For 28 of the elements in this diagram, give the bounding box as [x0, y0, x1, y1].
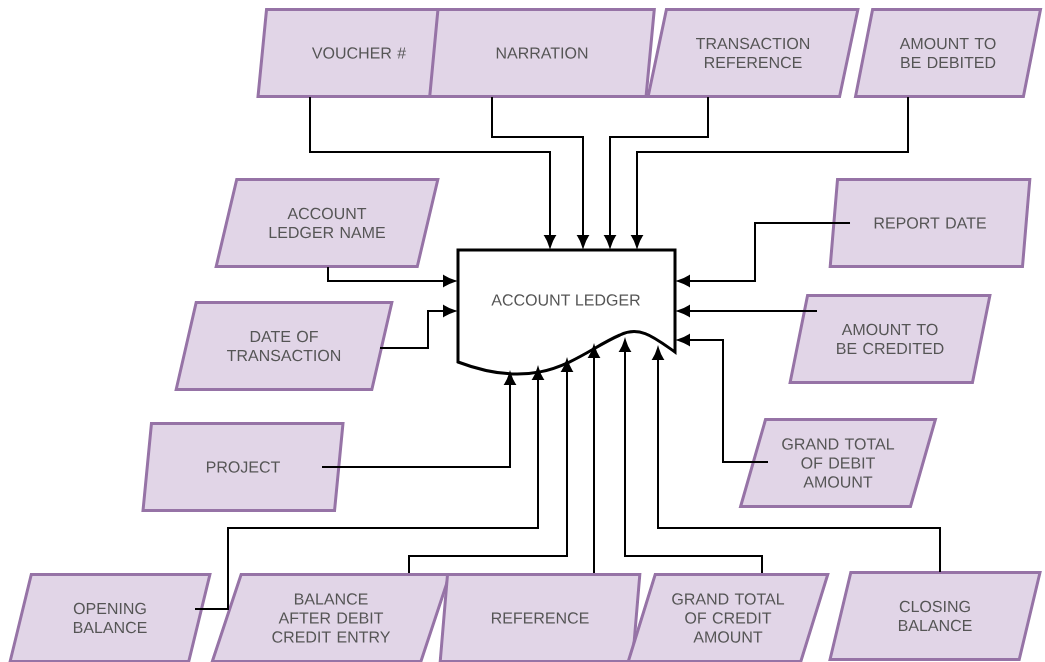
data-parallelogram: TRANSACTION REFERENCE [646, 8, 860, 98]
arrow [408, 359, 573, 574]
data-parallelogram: REPORT DATE [828, 178, 1032, 268]
arrow [309, 96, 556, 248]
data-parallelogram: ACCOUNT LEDGER NAME [214, 178, 440, 268]
arrow [379, 305, 456, 349]
arrow [194, 367, 544, 610]
arrow [327, 266, 456, 287]
data-parallelogram: PROJECT [141, 422, 345, 512]
data-parallelogram: NARRATION [428, 8, 656, 98]
arrow [321, 372, 516, 468]
arrow [677, 222, 851, 287]
arrow [491, 96, 589, 248]
arrow [677, 305, 818, 317]
arrow [588, 345, 600, 574]
data-parallelogram: DATE OF TRANSACTION [174, 301, 394, 391]
data-parallelogram: BALANCE AFTER DEBIT CREDIT ENTRY [210, 573, 452, 662]
arrow [652, 347, 941, 573]
arrow [631, 96, 909, 248]
data-parallelogram: AMOUNT TO BE CREDITED [788, 294, 992, 384]
data-parallelogram: OPENING BALANCE [8, 573, 212, 662]
arrow [677, 334, 769, 463]
node-label: GRAND TOTAL OF CREDIT AMOUNT [672, 593, 785, 643]
arrow [604, 96, 709, 248]
arrow [619, 339, 763, 574]
data-parallelogram: REFERENCE [438, 573, 642, 662]
data-parallelogram: CLOSING BALANCE [828, 571, 1042, 661]
data-parallelogram: GRAND TOTAL OF CREDIT AMOUNT [626, 573, 830, 662]
